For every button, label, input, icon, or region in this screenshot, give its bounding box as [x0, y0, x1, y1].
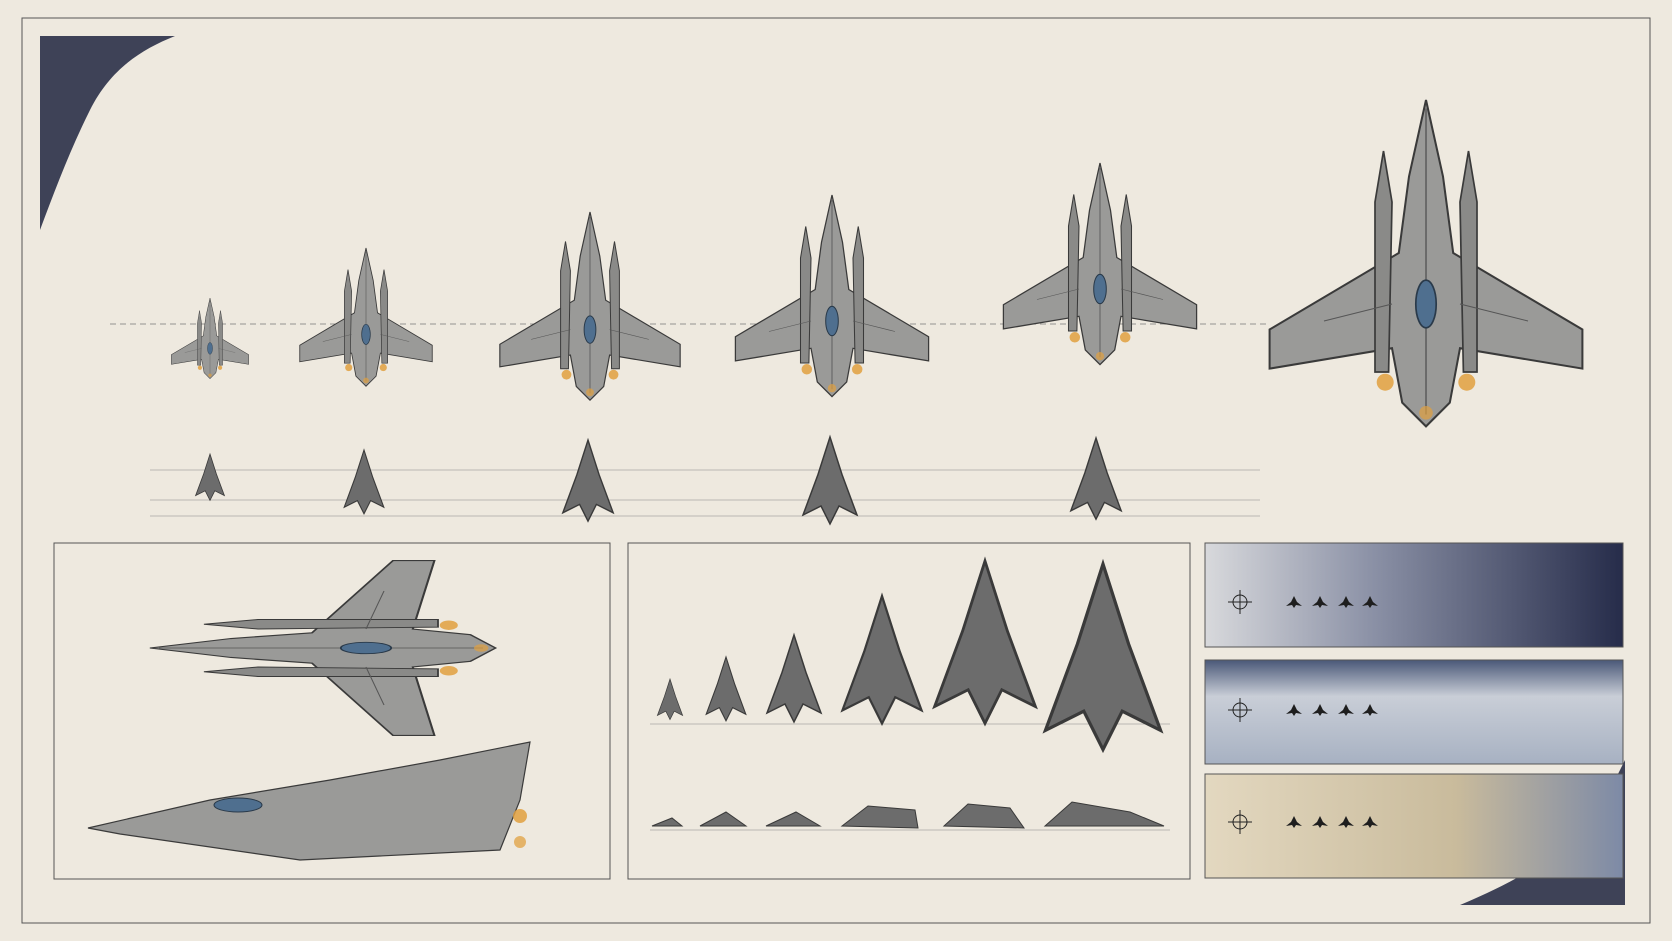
silhouette-row	[195, 436, 1122, 525]
targeting-reticle-icon	[1228, 698, 1252, 722]
silhouette-icon	[1070, 437, 1122, 520]
silhouette-icon	[933, 559, 1037, 725]
silhouette-icon	[1043, 562, 1163, 752]
deep-space-strip	[1204, 542, 1624, 648]
side-silhouette-icon	[651, 817, 684, 827]
silhouette-icon	[841, 594, 923, 725]
side-silhouette-icon	[765, 811, 822, 827]
space-ink-corner-top-left	[40, 36, 175, 230]
silhouette-icon	[657, 678, 683, 720]
side-silhouette-icon	[1043, 801, 1165, 827]
side-silhouette-icon	[942, 803, 1025, 829]
targeting-reticle-icon	[1228, 810, 1252, 834]
capital-ship-icon	[1268, 98, 1584, 428]
interceptor-icon	[299, 247, 433, 387]
desert-planet-strip	[1204, 773, 1624, 879]
silhouette-icon	[343, 449, 385, 515]
panel-frame	[53, 542, 611, 880]
side-view	[87, 741, 531, 861]
gunship-icon	[1002, 162, 1198, 366]
orthographic-panel	[53, 542, 611, 880]
side-silhouette-icon	[699, 811, 748, 827]
side-silhouette-icon	[840, 805, 919, 829]
silhouette-icon	[562, 439, 614, 522]
silhouette-icon	[802, 436, 858, 525]
panel-frame	[627, 542, 1191, 880]
side-silhouette-row	[651, 801, 1165, 829]
sheet-frame	[21, 17, 1651, 924]
silhouette-icon	[195, 453, 225, 501]
starfighter-icon	[171, 297, 249, 379]
strike-craft-icon	[734, 194, 930, 398]
environment-strips	[1204, 542, 1624, 879]
top-row	[110, 98, 1584, 525]
silhouette-lineup-panel	[627, 542, 1191, 880]
silhouette-icon	[766, 634, 822, 723]
top-view	[148, 559, 497, 737]
silhouette-icon	[705, 656, 747, 722]
heavy-fighter-icon	[499, 211, 681, 401]
planet-orbit-strip	[1204, 659, 1624, 765]
targeting-reticle-icon	[1228, 590, 1252, 614]
